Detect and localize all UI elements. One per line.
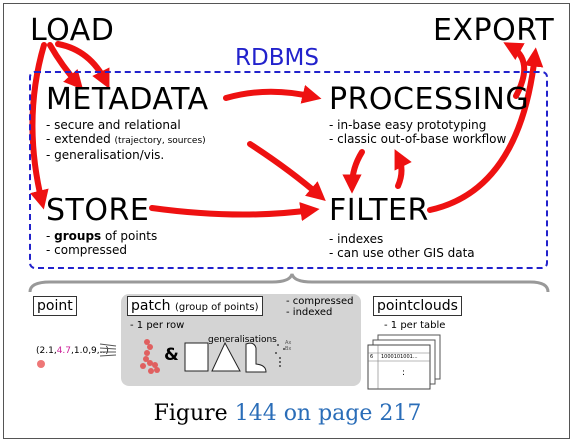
point-label: point (33, 296, 77, 316)
arrow-filter-to-export (427, 47, 544, 213)
filter-bullet: - indexes (329, 232, 384, 246)
per-table: - 1 per table (384, 320, 446, 331)
scatter-tiny-label: Ax (285, 340, 292, 346)
ampersand: & (164, 345, 179, 365)
table-dots: : (402, 368, 406, 378)
pointclouds-label: pointclouds (373, 296, 462, 316)
patch-note: - indexed (286, 307, 333, 318)
figure-link[interactable]: 144 on page 217 (234, 401, 422, 426)
metadata-bullet: - secure and relational (46, 118, 181, 132)
point-dot-icon (37, 360, 45, 368)
scatter-tiny-label: Bx (285, 346, 292, 352)
arrow-processing-to-export (503, 42, 528, 99)
export-node: EXPORT (433, 13, 555, 48)
processing-bullet: - classic out-of-base workflow (329, 132, 507, 146)
metadata-bullet: - generalisation/vis. (46, 148, 165, 162)
patch-note: - compressed (286, 296, 354, 307)
store-bullets: - groups of points - compressed (46, 229, 157, 257)
arrow-metadata-to-filter (247, 141, 326, 202)
store-bullet: - compressed (46, 243, 127, 257)
patch-notes: - compressed - indexed (286, 296, 353, 318)
table-row-bits: 1000101001... (381, 354, 418, 360)
filter-bullet: - can use other GIS data (329, 246, 475, 260)
patch-per-row: - 1 per row (130, 320, 185, 331)
triangle-shape-icon (211, 341, 241, 372)
square-shape-icon (184, 342, 209, 372)
filter-bullets: - indexes - can use other GIS data (329, 232, 475, 260)
processing-bullets: - in-base easy prototyping - classic out… (329, 118, 506, 146)
metadata-node: METADATA (46, 82, 209, 117)
arrow-load-to-metadata-2 (55, 41, 110, 89)
processing-bullet: - in-base easy prototyping (329, 118, 487, 132)
generalisations-label: generalisations (208, 335, 277, 345)
brace-bracket (28, 273, 550, 293)
arrow-store-to-filter (149, 202, 320, 222)
patch-label: patch (group of points) (127, 296, 263, 316)
arrow-filter-to-processing (394, 149, 412, 189)
table-row-id: 6 (370, 354, 374, 360)
arrow-lines-icon (99, 343, 117, 357)
arrow-metadata-to-processing (223, 84, 322, 104)
store-node: STORE (46, 193, 150, 228)
scatter-labels: Ax Bx (285, 340, 291, 352)
point-values: (2.1,4.7,1.0,9,..) (36, 346, 109, 356)
load-node: LOAD (30, 13, 115, 48)
filter-node: FILTER (329, 193, 429, 228)
store-bullet: - groups of points (46, 229, 158, 243)
scatter-symbol-icon (275, 344, 285, 367)
metadata-bullets: - secure and relational - extended (traj… (46, 118, 206, 162)
arrow-load-to-store (29, 42, 49, 210)
figure-caption: Figure 144 on page 217 (153, 401, 422, 426)
rdbms-label: RDBMS (235, 45, 319, 71)
arrow-load-to-metadata (47, 42, 84, 90)
processing-node: PROCESSING (329, 82, 530, 117)
point-group-icon (140, 339, 160, 374)
arrow-processing-to-filter (342, 149, 365, 194)
metadata-bullet: - extended (trajectory, sources) (46, 132, 206, 146)
rdbms-container (29, 71, 548, 269)
boot-shape-icon (245, 342, 267, 373)
